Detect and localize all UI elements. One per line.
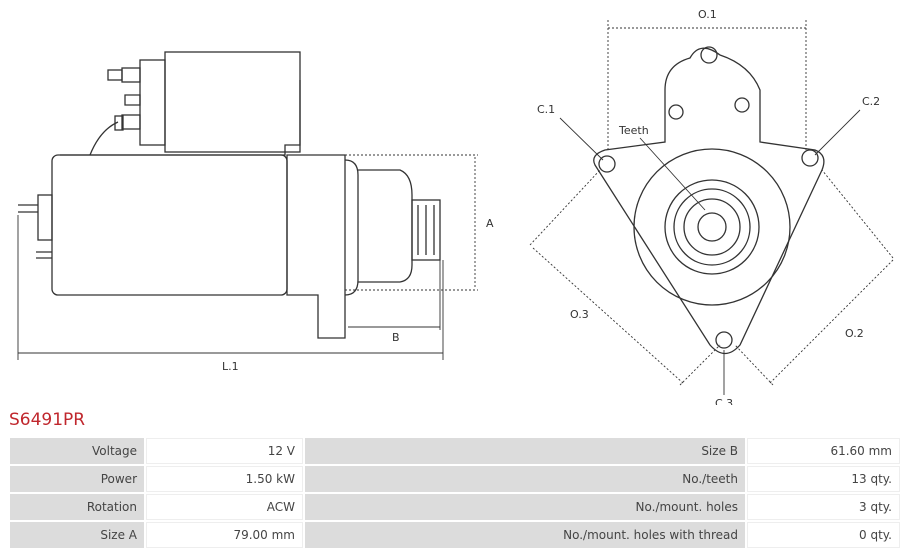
spec-value: 61.60 mm	[747, 438, 900, 464]
spec-label: Size B	[305, 438, 745, 464]
technical-drawing: A B L.1 O.1 O.2 O.3 C.1 C.2 C.3 Teeth	[17, 8, 894, 405]
table-row: Rotation ACW No./mount. holes 3 qty.	[10, 494, 900, 520]
spec-label: Power	[10, 466, 144, 492]
spec-label: Rotation	[10, 494, 144, 520]
dim-label-o1: O.1	[698, 8, 717, 21]
spec-value: 1.50 kW	[146, 466, 303, 492]
spec-value: ACW	[146, 494, 303, 520]
dim-label-c3: C.3	[715, 397, 733, 405]
dim-label-o2: O.2	[845, 327, 864, 340]
spec-label: No./mount. holes	[305, 494, 745, 520]
front-view	[593, 46, 825, 355]
dim-label-a: A	[486, 217, 494, 230]
spec-label: Size A	[10, 522, 144, 548]
spec-value: 0 qty.	[747, 522, 900, 548]
dim-label-o3: O.3	[570, 308, 589, 321]
side-dimensions	[17, 154, 478, 360]
side-view	[18, 51, 441, 339]
spec-value: 3 qty.	[747, 494, 900, 520]
spec-value: 79.00 mm	[146, 522, 303, 548]
teeth-label: Teeth	[618, 124, 649, 137]
spec-label: No./teeth	[305, 466, 745, 492]
spec-label: No./mount. holes with thread	[305, 522, 745, 548]
dim-label-c1: C.1	[537, 103, 555, 116]
spec-table: Voltage 12 V Size B 61.60 mm Power 1.50 …	[8, 436, 900, 550]
dim-label-b: B	[392, 331, 400, 344]
spec-value: 12 V	[146, 438, 303, 464]
dim-label-c2: C.2	[862, 95, 880, 108]
product-code: S6491PR	[9, 410, 86, 430]
table-row: Size A 79.00 mm No./mount. holes with th…	[10, 522, 900, 548]
spec-value: 13 qty.	[747, 466, 900, 492]
spec-label: Voltage	[10, 438, 144, 464]
table-row: Power 1.50 kW No./teeth 13 qty.	[10, 466, 900, 492]
dim-label-l1: L.1	[222, 360, 239, 373]
front-dimensions	[529, 20, 894, 395]
table-row: Voltage 12 V Size B 61.60 mm	[10, 438, 900, 464]
